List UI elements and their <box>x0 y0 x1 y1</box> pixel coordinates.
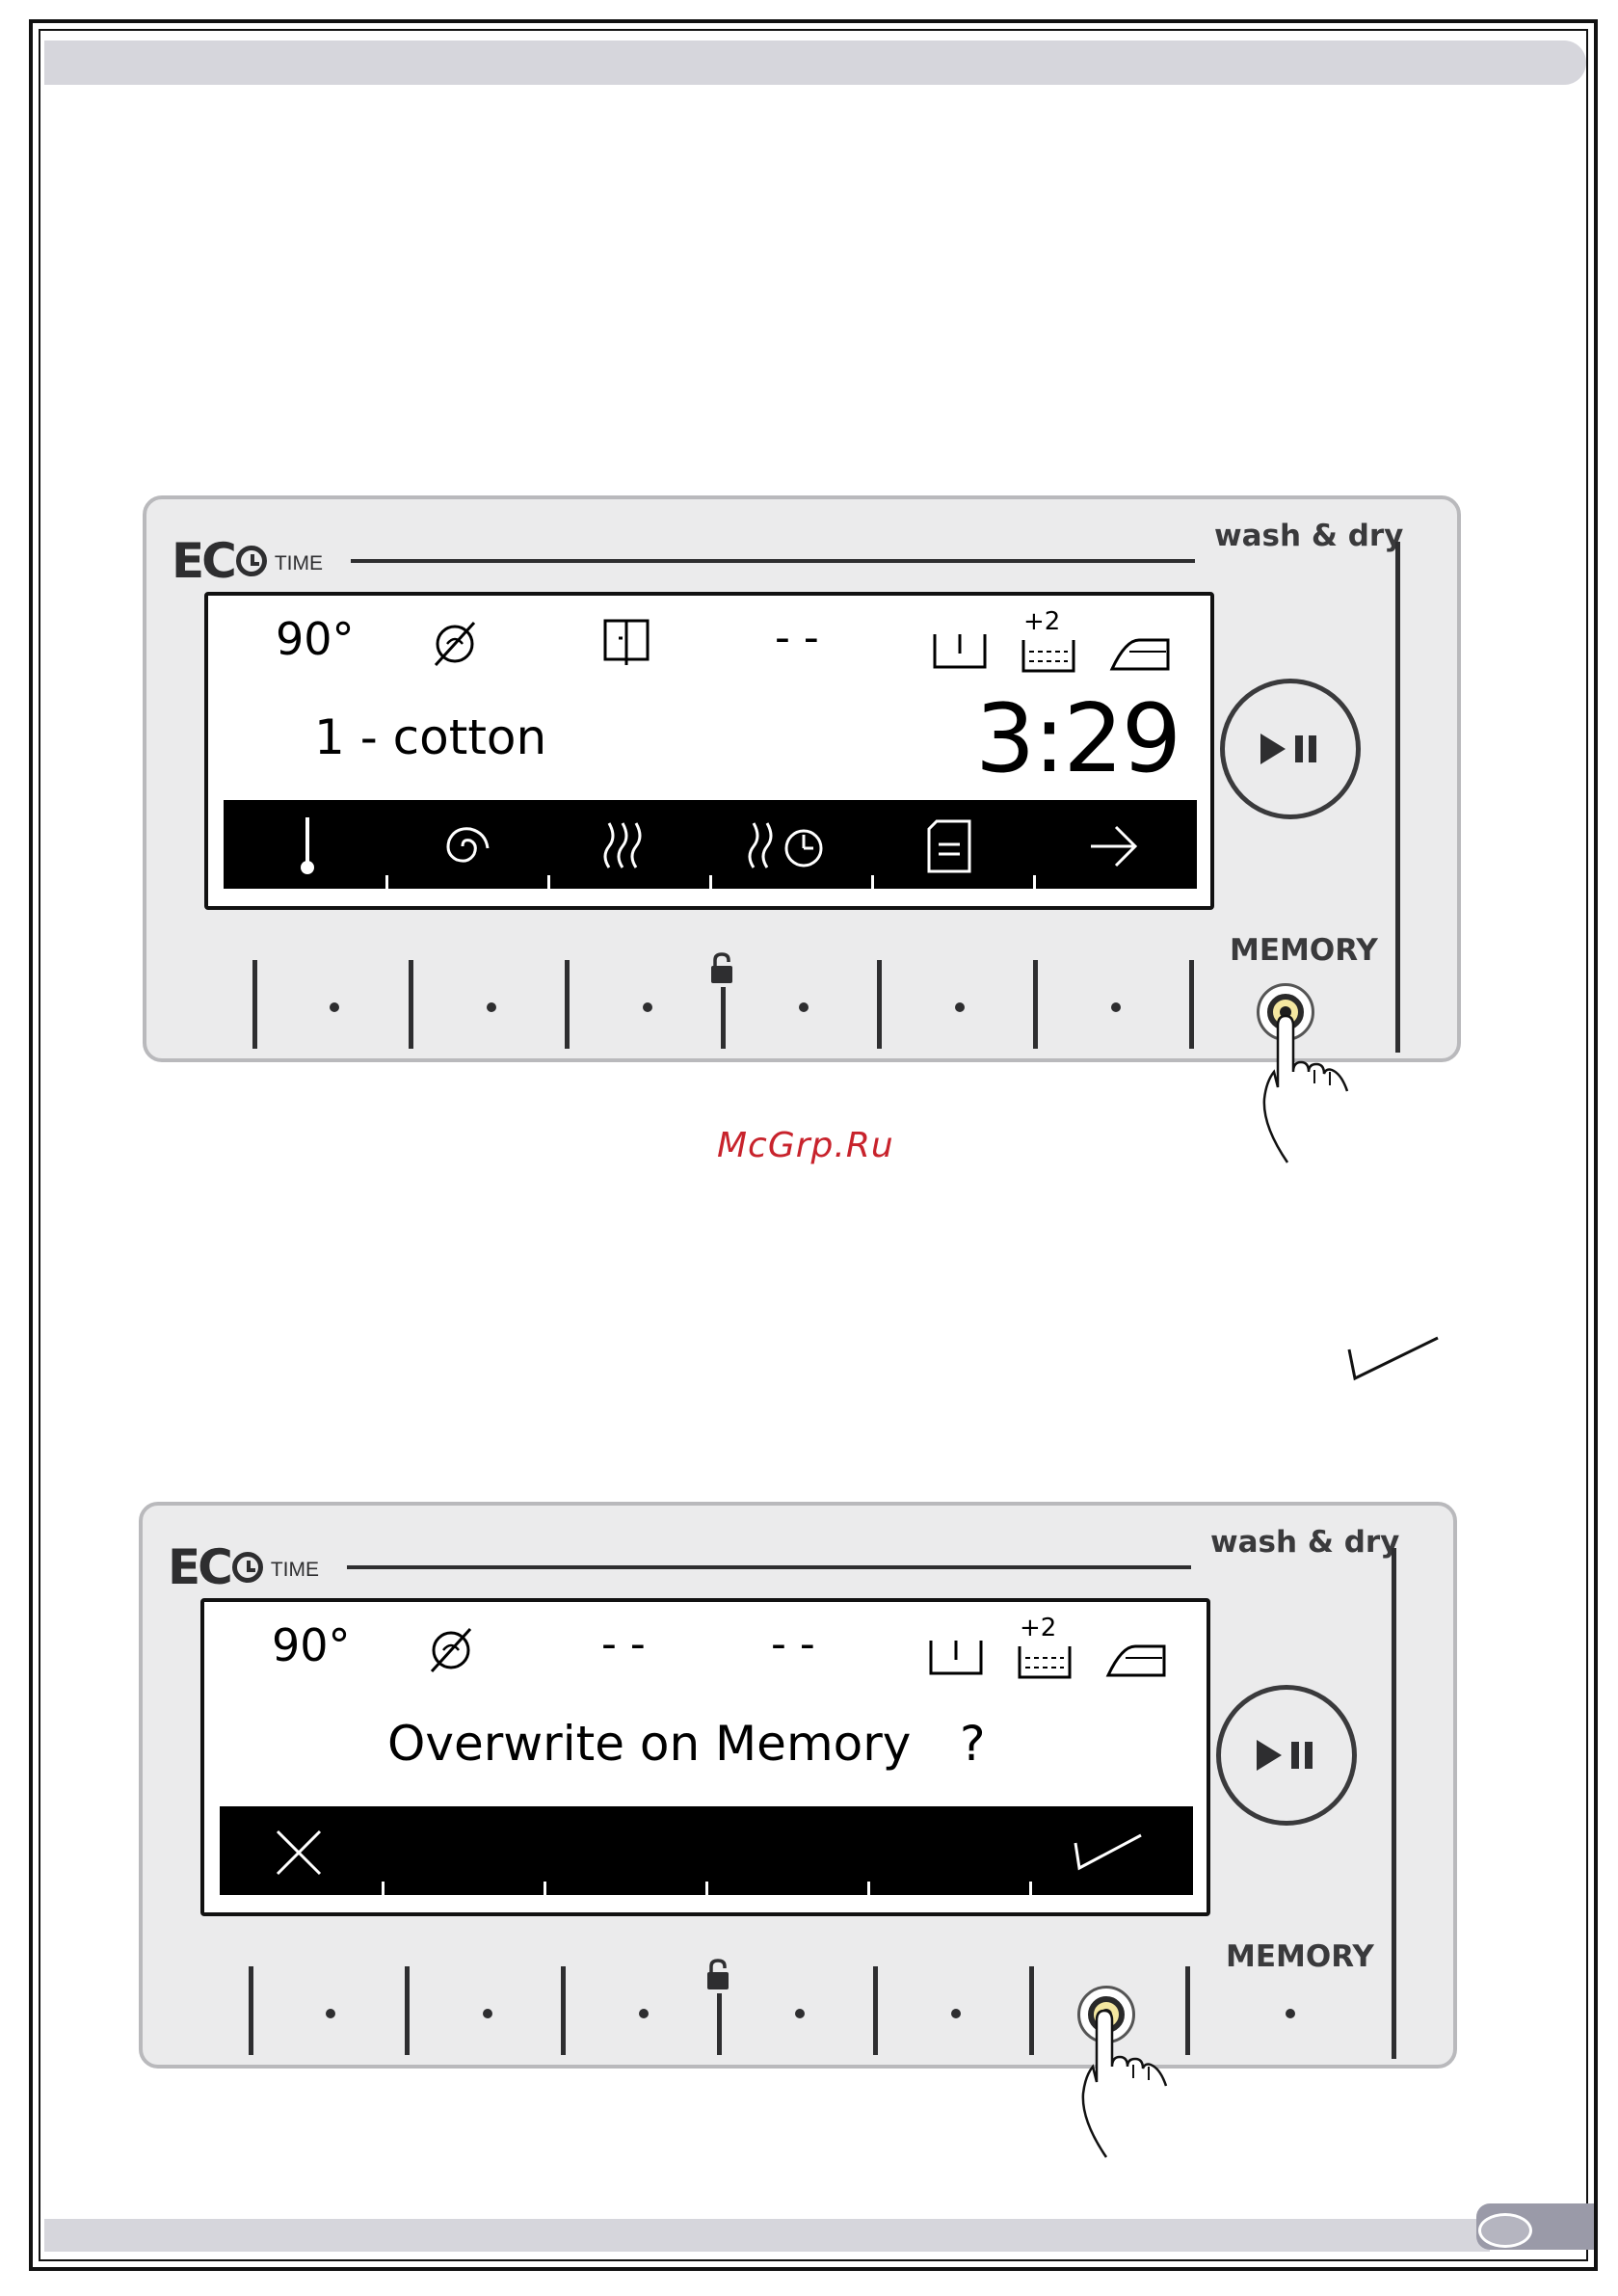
control-panel-1: EC TIME wash & dry 90° - - +2 <box>143 495 1461 1062</box>
touch-key-5[interactable] <box>951 2009 961 2018</box>
panel-right-divider <box>1395 542 1400 1053</box>
page-tab-dot <box>1478 2213 1532 2248</box>
dry-heat-icon[interactable] <box>599 819 648 873</box>
spin-speed-value: - - <box>775 613 819 662</box>
dry-level-value: - - <box>771 1619 815 1669</box>
time-logo-text: TIME <box>271 1559 319 1582</box>
cancel-x-icon[interactable] <box>274 1828 324 1878</box>
check-icon <box>1345 1334 1442 1384</box>
bar-tick <box>1033 875 1036 889</box>
extra-rinse-value: +2 <box>1020 1614 1056 1642</box>
pointing-hand-icon <box>1253 1002 1378 1166</box>
touch-separator <box>565 960 570 1049</box>
touch-separator <box>409 960 413 1049</box>
touch-separator <box>252 960 257 1049</box>
lock-icon <box>709 952 734 985</box>
wash-dry-label: wash & dry <box>1214 519 1403 553</box>
spin-speed-value: - - <box>601 1619 646 1669</box>
touch-key-3[interactable] <box>639 2009 649 2018</box>
play-pause-icon <box>1253 1738 1320 1773</box>
bar-tick <box>871 875 874 889</box>
touch-key-6[interactable] <box>1111 1002 1121 1012</box>
extra-rinse-value: +2 <box>1023 607 1060 636</box>
start-pause-button[interactable] <box>1220 679 1361 819</box>
watermark-text: McGrp.Ru <box>717 1126 894 1165</box>
display-screen: 90° - - - - +2 Overwrite on Memory ? <box>200 1598 1210 1916</box>
dry-timer-icon[interactable] <box>744 819 831 873</box>
basin-icon <box>931 630 989 673</box>
touch-separator <box>873 1966 878 2055</box>
time-remaining: 3:29 <box>975 684 1180 794</box>
touch-key-4[interactable] <box>795 2009 805 2018</box>
eco-logo-text: EC <box>172 533 234 589</box>
bar-tick <box>709 875 712 889</box>
touch-key-2[interactable] <box>483 2009 492 2018</box>
bar-tick <box>385 875 388 889</box>
program-name: 1 - cotton <box>314 709 546 765</box>
temperature-value: 90° <box>276 613 355 665</box>
basin-icon <box>927 1637 985 1679</box>
touch-separator <box>1189 960 1194 1049</box>
eco-time-logo: EC TIME <box>172 532 323 590</box>
bar-tick <box>705 1882 708 1895</box>
extra-rinse-icon <box>1020 638 1077 675</box>
touch-separator <box>1033 960 1038 1049</box>
door-icon <box>601 617 651 667</box>
no-spin-icon <box>426 1625 476 1675</box>
footer-band <box>44 2219 1490 2252</box>
time-logo-text: TIME <box>275 552 323 575</box>
start-pause-button[interactable] <box>1216 1685 1357 1826</box>
clock-icon <box>236 546 267 576</box>
memory-key[interactable] <box>1286 2009 1295 2018</box>
clock-icon <box>232 1552 263 1583</box>
bar-tick <box>382 1882 385 1895</box>
iron-icon <box>1108 630 1172 675</box>
display-screen: 90° - - +2 1 - cotton 3:29 <box>204 592 1214 910</box>
touch-key-4[interactable] <box>799 1002 809 1012</box>
touch-key-3[interactable] <box>643 1002 652 1012</box>
title-rule <box>351 559 1195 563</box>
document-icon[interactable] <box>925 819 973 875</box>
touch-key-1[interactable] <box>326 2009 335 2018</box>
arrow-right-icon[interactable] <box>1087 823 1141 869</box>
panel-right-divider <box>1392 1548 1396 2059</box>
eco-time-logo: EC TIME <box>168 1538 319 1596</box>
temperature-value: 90° <box>272 1619 351 1671</box>
wash-dry-label: wash & dry <box>1210 1525 1399 1560</box>
touch-separator <box>877 960 882 1049</box>
touch-key-5[interactable] <box>955 1002 965 1012</box>
overwrite-prompt: Overwrite on Memory <box>387 1716 911 1772</box>
lock-icon <box>705 1959 730 1991</box>
spin-spiral-icon[interactable] <box>434 817 491 875</box>
option-bar <box>224 800 1197 889</box>
title-rule <box>347 1565 1191 1569</box>
header-band <box>44 40 1586 85</box>
touch-separator-lock <box>717 1993 722 2055</box>
touch-separator <box>1029 1966 1034 2055</box>
bar-tick <box>1029 1882 1032 1895</box>
no-spin-icon <box>430 619 480 669</box>
bar-tick <box>867 1882 870 1895</box>
touch-separator-lock <box>721 987 726 1049</box>
extra-rinse-icon <box>1016 1644 1074 1681</box>
bar-tick <box>544 1882 546 1895</box>
play-pause-icon <box>1257 732 1324 766</box>
memory-label: MEMORY <box>1230 933 1378 968</box>
touch-key-2[interactable] <box>487 1002 496 1012</box>
eco-logo-text: EC <box>168 1539 230 1595</box>
control-panel-2: EC TIME wash & dry 90° - - - - +2 <box>139 1502 1457 2069</box>
confirm-check-icon[interactable] <box>1072 1826 1145 1872</box>
iron-icon <box>1104 1637 1168 1681</box>
thermometer-icon[interactable] <box>293 815 322 879</box>
touch-separator <box>249 1966 253 2055</box>
touch-separator <box>561 1966 566 2055</box>
prompt-question-mark: ? <box>960 1716 986 1772</box>
touch-key-1[interactable] <box>330 1002 339 1012</box>
memory-label: MEMORY <box>1226 1939 1374 1974</box>
pointing-hand-icon <box>1072 1997 1197 2161</box>
bar-tick <box>547 875 550 889</box>
touch-separator <box>405 1966 410 2055</box>
option-bar <box>220 1806 1193 1895</box>
